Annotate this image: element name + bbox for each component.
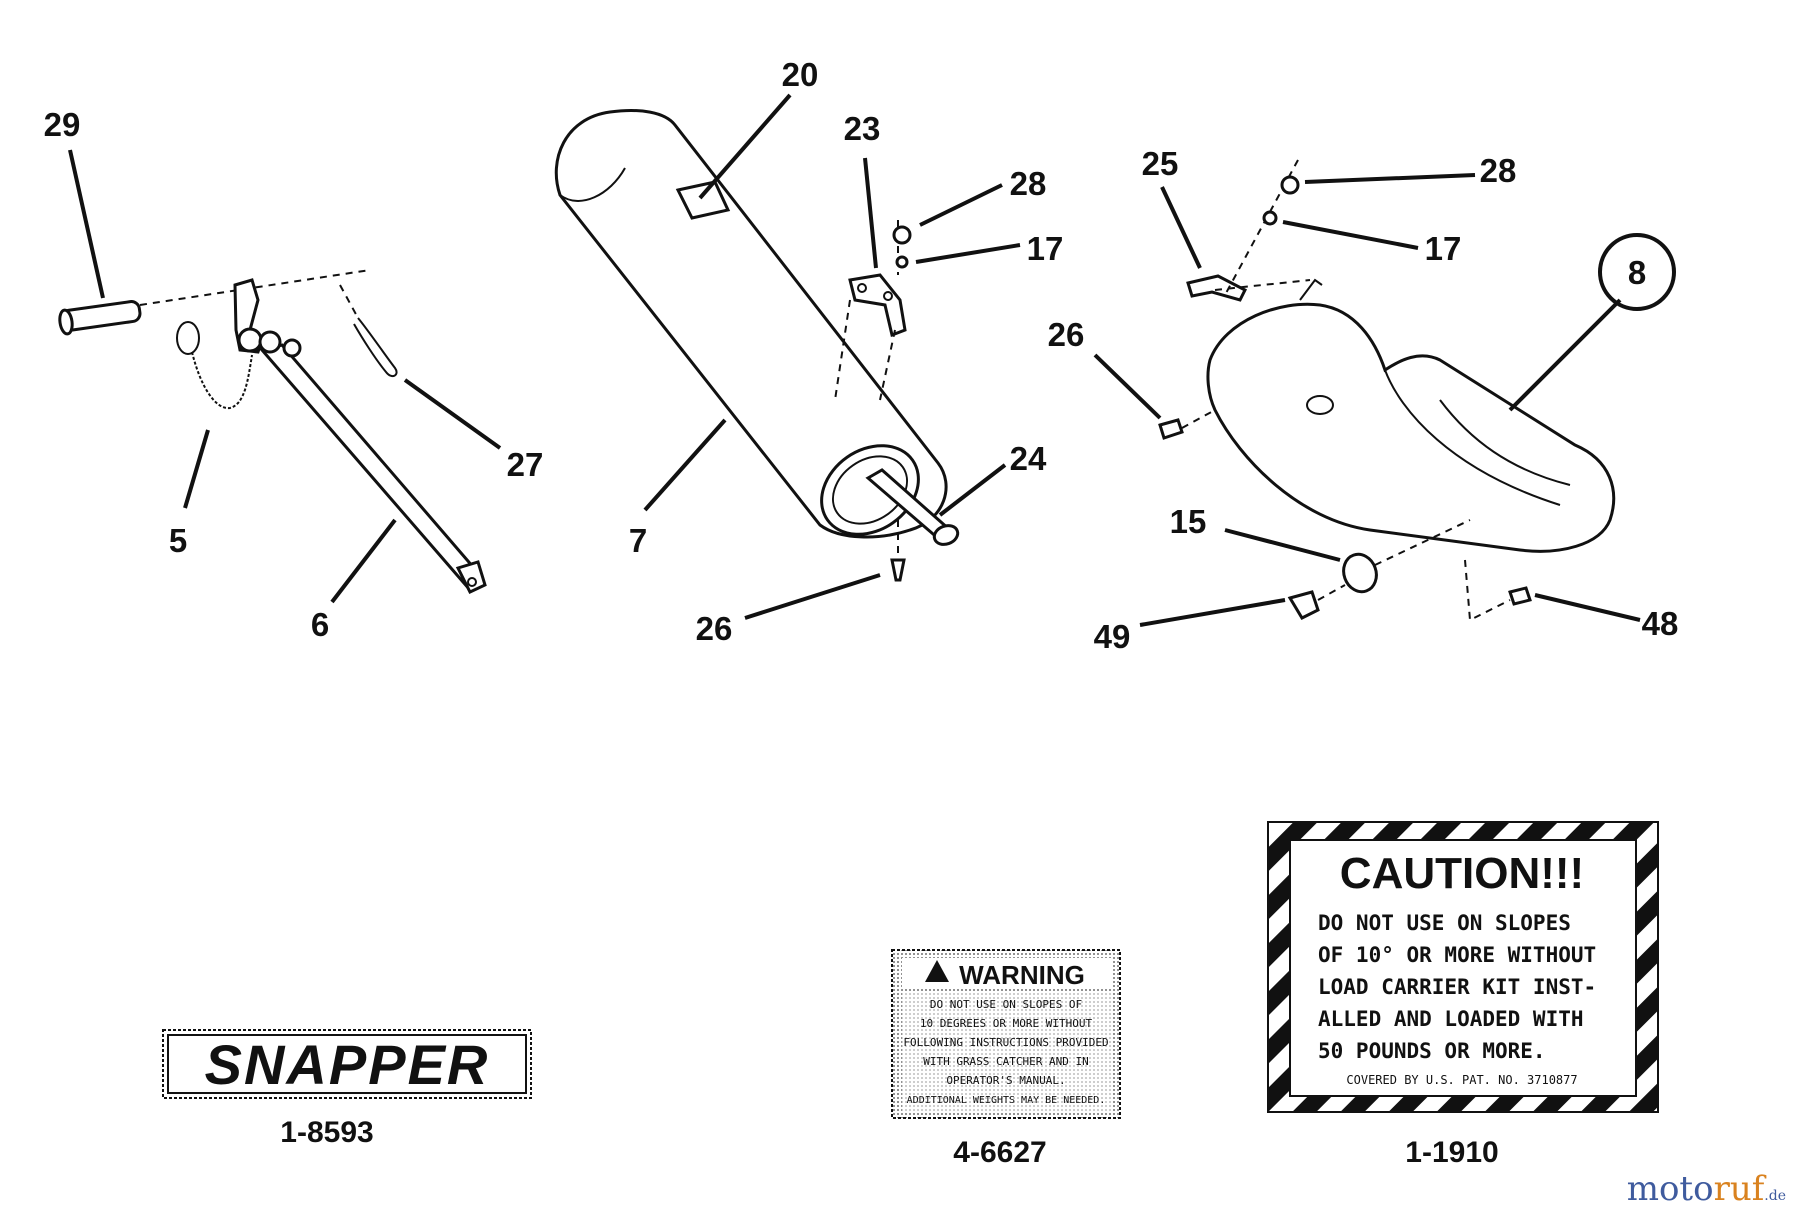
caution-heading: CAUTION!!!: [1340, 849, 1584, 898]
callout-24: 24: [1010, 440, 1047, 477]
callout-48: 48: [1642, 605, 1679, 642]
weight-tube-assembly: [554, 109, 960, 582]
callout-29: 29: [44, 106, 81, 143]
watermark-accent: ruf: [1713, 1169, 1765, 1209]
caution-line-5: 50 POUNDS OR MORE.: [1318, 1039, 1546, 1063]
callout-7: 7: [629, 522, 647, 559]
part-7-tube: [554, 109, 948, 539]
part-28-nut-right: [1280, 175, 1300, 195]
watermark-main: moto: [1626, 1169, 1714, 1209]
warning-line-4: WITH GRASS CATCHER AND IN: [923, 1055, 1089, 1068]
part-25-bracket: [1186, 274, 1248, 302]
callout-28-right: 28: [1480, 152, 1517, 189]
caution-line-1: DO NOT USE ON SLOPES: [1318, 911, 1571, 935]
callout-28-left: 28: [1010, 165, 1047, 202]
part-24-bolt: [865, 468, 960, 546]
warning-line-5: OPERATOR'S MANUAL.: [946, 1074, 1065, 1087]
part-23-bracket: [848, 273, 907, 338]
warning-line-2: 10 DEGREES OR MORE WITHOUT: [920, 1017, 1093, 1030]
callout-17-left: 17: [1027, 230, 1064, 267]
warning-heading: WARNING: [959, 960, 1085, 990]
watermark-suffix: .de: [1764, 1188, 1786, 1204]
callout-17-right: 17: [1425, 230, 1462, 267]
snapper-part-number: 1-8593: [280, 1116, 373, 1149]
callout-8-ring: [1598, 233, 1676, 311]
part-17-washer-right: [1262, 210, 1278, 226]
chute-cover-assembly: [1158, 159, 1616, 622]
callout-26-right: 26: [1048, 316, 1085, 353]
callout-20: 20: [782, 56, 819, 93]
part-26-screw: [890, 520, 906, 582]
tow-bar-assembly: [58, 269, 487, 594]
caution-line-2: OF 10° OR MORE WITHOUT: [1318, 943, 1596, 967]
caution-patent: COVERED BY U.S. PAT. NO. 3710877: [1346, 1073, 1577, 1087]
part-49-clip: [1287, 590, 1320, 620]
part-28-nut: [892, 225, 912, 245]
part-5-chain: [176, 321, 253, 410]
leader-lines: [68, 93, 1641, 627]
part-6-bar: [233, 278, 487, 594]
watermark-logo: motoruf.de: [1627, 1169, 1786, 1209]
callout-5: 5: [169, 522, 187, 559]
part-15-disc: [1342, 552, 1378, 594]
part-17-washer: [895, 255, 909, 269]
caution-decal: CAUTION!!! DO NOT USE ON SLOPES OF 10° O…: [1267, 821, 1659, 1113]
callout-15: 15: [1170, 503, 1207, 540]
warning-triangle-icon: [925, 960, 949, 982]
caution-line-4: ALLED AND LOADED WITH: [1318, 1007, 1584, 1031]
callout-6: 6: [311, 606, 329, 643]
warning-line-6: ADDITIONAL WEIGHTS MAY BE NEEDED.: [907, 1095, 1106, 1106]
snapper-decal: SNAPPER: [162, 1029, 532, 1099]
warning-part-number: 4-6627: [953, 1136, 1046, 1169]
callout-labels: 29 5 27 6 20 23 28 17 7 24 26 25 28 17 8…: [44, 56, 1679, 655]
part-27-hairpin: [339, 284, 398, 378]
snapper-logo: SNAPPER: [205, 1033, 490, 1096]
warning-line-3: FOLLOWING INSTRUCTIONS PROVIDED: [903, 1036, 1108, 1049]
part-48-screw: [1508, 586, 1532, 606]
callout-25: 25: [1142, 145, 1179, 182]
warning-decal: WARNING DO NOT USE ON SLOPES OF 10 DEGRE…: [891, 949, 1121, 1119]
callout-8: 8: [1628, 254, 1646, 291]
caution-line-3: LOAD CARRIER KIT INST-: [1318, 975, 1596, 999]
caution-part-number: 1-1910: [1405, 1136, 1498, 1169]
callout-49: 49: [1094, 618, 1131, 655]
warning-line-1: DO NOT USE ON SLOPES OF: [930, 998, 1082, 1011]
part-26-screw-right: [1158, 409, 1216, 440]
callout-26-left: 26: [696, 610, 733, 647]
callout-27: 27: [507, 446, 544, 483]
callout-23: 23: [844, 110, 881, 147]
part-29-pin: [58, 300, 142, 336]
part-8-cover: [1206, 278, 1616, 553]
